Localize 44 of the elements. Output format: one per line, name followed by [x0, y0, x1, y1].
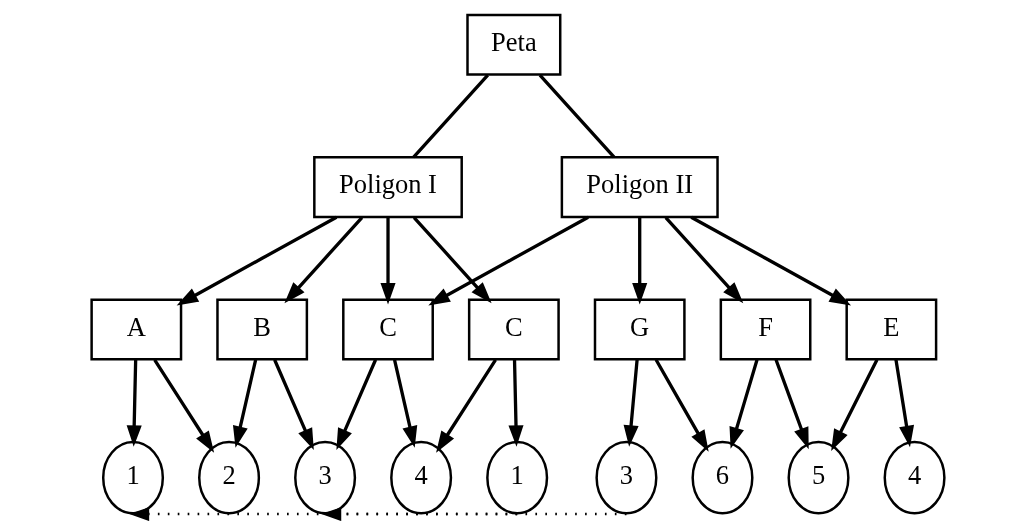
node-ellipse: 4: [389, 440, 452, 515]
arrow: [623, 359, 639, 447]
node-box: C: [467, 298, 560, 361]
node-box: Peta: [465, 13, 561, 76]
arrow: [427, 215, 589, 306]
node-ellipse: 2: [197, 440, 260, 515]
node-box: Poligon I: [312, 156, 463, 219]
arrow: [830, 359, 878, 451]
arrow: [176, 215, 337, 306]
arrow: [283, 216, 363, 304]
arrow: [773, 359, 809, 450]
node-ellipse: 4: [883, 440, 946, 515]
node-ellipse: 3: [594, 440, 657, 515]
arrow: [664, 216, 743, 304]
node-box: A: [89, 298, 182, 361]
arrow: [152, 358, 214, 453]
node-box: G: [593, 298, 686, 361]
arrow: [654, 358, 709, 452]
arrow: [631, 217, 647, 305]
node-ellipse: 1: [101, 440, 164, 515]
node-ellipse: 3: [293, 440, 356, 515]
node-box: C: [341, 298, 434, 361]
node-ellipse: 6: [690, 440, 754, 515]
arrow: [379, 217, 396, 305]
node-box: E: [844, 298, 937, 361]
arrow: [335, 359, 377, 451]
node-ellipse: 5: [787, 440, 850, 515]
arrow: [320, 507, 626, 521]
arrow: [126, 359, 142, 447]
arrow: [392, 359, 417, 448]
arrow: [232, 359, 257, 448]
arrow: [507, 359, 524, 447]
connector: [538, 74, 615, 159]
node-ellipse: 1: [485, 440, 548, 515]
connector: [411, 74, 489, 159]
arrow: [893, 359, 914, 448]
node-box: Poligon II: [560, 156, 719, 219]
arrow: [689, 215, 851, 306]
arrow: [272, 359, 314, 451]
arrow: [729, 359, 759, 449]
node-box: F: [719, 298, 811, 361]
node-box: B: [215, 298, 308, 361]
arrow: [412, 216, 492, 304]
arrow: [435, 358, 497, 453]
